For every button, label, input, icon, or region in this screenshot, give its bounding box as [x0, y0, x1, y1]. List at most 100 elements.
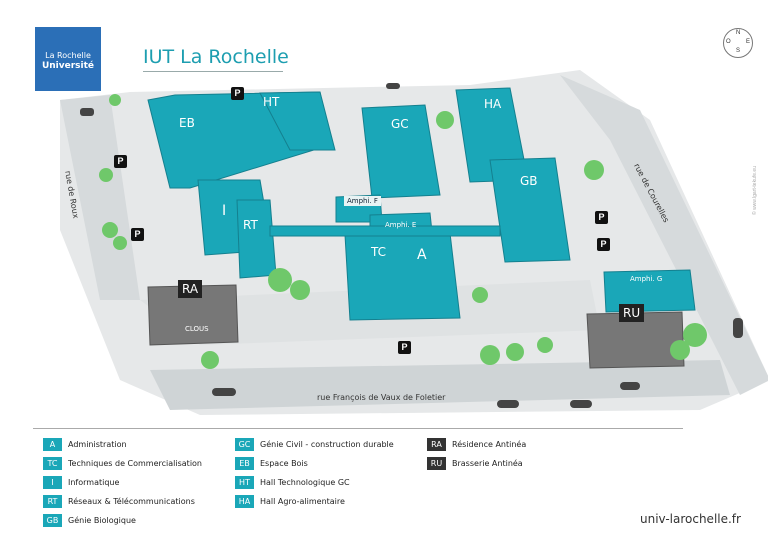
car-icon	[620, 382, 640, 390]
road-foletier	[150, 360, 730, 410]
label-ru: RU	[619, 304, 645, 322]
tree	[537, 337, 553, 353]
building-ra	[147, 284, 239, 346]
tree	[472, 287, 488, 303]
parking-icon: P	[597, 238, 610, 251]
legend-label: Espace Bois	[260, 459, 308, 468]
legend-label: Hall Agro-alimentaire	[260, 497, 345, 506]
tree	[109, 94, 121, 106]
car-icon	[733, 318, 743, 338]
street-foletier: rue François de Vaux de Foletier	[317, 393, 446, 402]
legend-item: A Administration	[43, 438, 127, 451]
label-ra: RA	[178, 280, 203, 298]
legend-label: Génie Civil - construction durable	[260, 440, 394, 449]
legend-item: TC Techniques de Commercialisation	[43, 457, 202, 470]
label-amphi-g: Amphi. G	[630, 275, 663, 283]
building-ru	[586, 311, 685, 369]
parking-icon: P	[231, 87, 244, 100]
legend-item: GB Génie Biologique	[43, 514, 136, 527]
building-rt	[236, 199, 277, 279]
legend-badge: GC	[235, 438, 254, 451]
tree	[113, 236, 127, 250]
legend-item: RA Résidence Antinéa	[427, 438, 526, 451]
car-icon	[497, 400, 519, 408]
label-ht: HT	[263, 95, 280, 109]
car-icon	[570, 400, 592, 408]
tree	[436, 111, 454, 129]
tree	[506, 343, 524, 361]
tree	[268, 268, 292, 292]
legend-badge: GB	[43, 514, 62, 527]
legend-label: Brasserie Antinéa	[452, 459, 523, 468]
label-clous: CLOUS	[185, 325, 209, 333]
building-amphi-g	[603, 269, 696, 313]
legend-item: RU Brasserie Antinéa	[427, 457, 523, 470]
legend-badge: TC	[43, 457, 62, 470]
label-eb: EB	[179, 116, 195, 130]
parking-icon: P	[595, 211, 608, 224]
parking-icon: P	[131, 228, 144, 241]
label-gc: GC	[391, 117, 409, 131]
legend-badge: EB	[235, 457, 254, 470]
logo-line-2: Université	[41, 61, 95, 71]
road-courelles	[560, 75, 768, 395]
tree	[480, 345, 500, 365]
compass-n: N	[736, 30, 741, 36]
legend-badge: HT	[235, 476, 254, 489]
university-logo: La Rochelle Université	[35, 27, 101, 91]
building-gc	[361, 104, 441, 199]
walkway-1	[269, 225, 501, 237]
compass-e: E	[746, 39, 751, 45]
tree	[290, 280, 310, 300]
legend-item: HT Hall Technologique GC	[235, 476, 350, 489]
legend-label: Techniques de Commercialisation	[68, 459, 202, 468]
logo-line-1: La Rochelle	[45, 51, 91, 60]
legend-badge: RA	[427, 438, 446, 451]
label-ha: HA	[484, 97, 502, 111]
tree	[683, 323, 707, 347]
compass-s: S	[736, 48, 741, 54]
parking-icon: P	[398, 341, 411, 354]
car-icon	[80, 108, 94, 116]
tree	[99, 168, 113, 182]
legend-item: RT Réseaux & Télécommunications	[43, 495, 195, 508]
building-a-tc	[344, 232, 461, 321]
title-underline	[143, 71, 283, 72]
tree	[102, 222, 118, 238]
legend-item: GC Génie Civil - construction durable	[235, 438, 394, 451]
compass-o: O	[726, 39, 731, 45]
label-rt: RT	[243, 218, 258, 232]
car-icon	[386, 83, 400, 89]
legend-label: Hall Technologique GC	[260, 478, 350, 487]
legend-item: I Informatique	[43, 476, 119, 489]
legend-badge: RU	[427, 457, 446, 470]
tree	[584, 160, 604, 180]
tree	[670, 340, 690, 360]
building-ht	[259, 91, 336, 151]
label-gb: GB	[520, 174, 538, 188]
tree	[201, 351, 219, 369]
parking-icon: P	[114, 155, 127, 168]
website-link[interactable]: univ-larochelle.fr	[640, 512, 741, 526]
legend-label: Réseaux & Télécommunications	[68, 497, 195, 506]
compass-icon: N E S O	[723, 28, 753, 58]
legend-item: HA Hall Agro-alimentaire	[235, 495, 345, 508]
car-icon	[212, 388, 236, 396]
label-a: A	[417, 247, 427, 263]
legend-divider	[33, 428, 683, 429]
label-amphi-e: Amphi. E	[385, 221, 417, 229]
legend-label: Informatique	[68, 478, 120, 487]
label-i: I	[222, 203, 227, 219]
label-amphi-f: Amphi. F	[344, 196, 381, 206]
legend-label: Résidence Antinéa	[452, 440, 527, 449]
legend-badge: HA	[235, 495, 254, 508]
legend-label: Administration	[68, 440, 127, 449]
legend-badge: I	[43, 476, 62, 489]
legend-item: EB Espace Bois	[235, 457, 308, 470]
legend-badge: RT	[43, 495, 62, 508]
campus-map	[60, 70, 768, 415]
label-tc: TC	[371, 245, 387, 259]
map-title: IUT La Rochelle	[143, 46, 289, 68]
legend-badge: A	[43, 438, 62, 451]
legend-label: Génie Biologique	[68, 516, 136, 525]
